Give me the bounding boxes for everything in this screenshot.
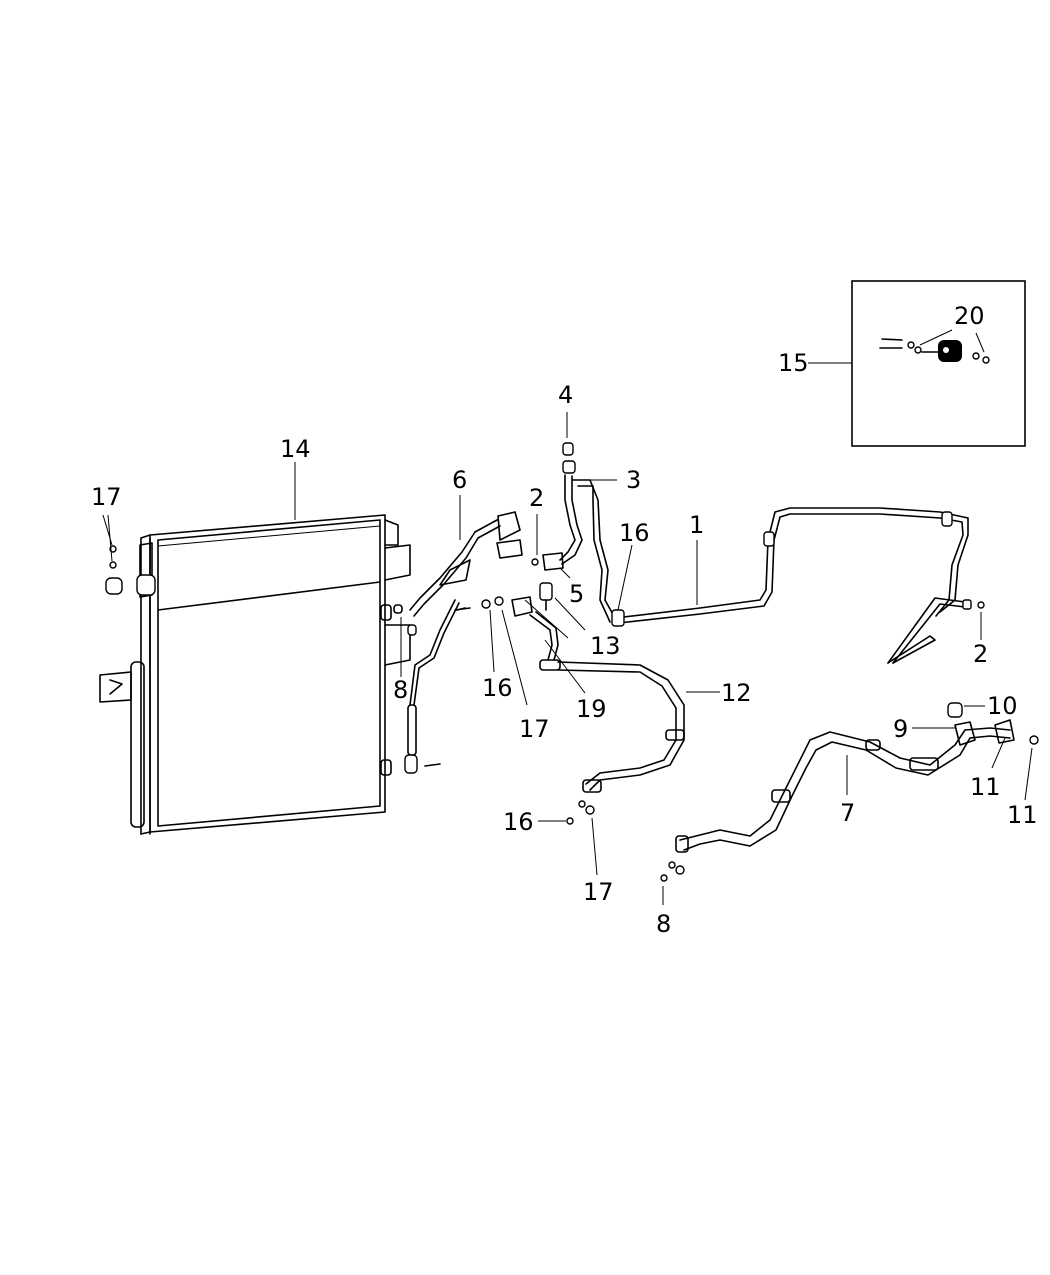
line-1-part [559,412,985,664]
callout-15: 15 [778,349,809,377]
callout-5: 5 [569,580,584,608]
fittings-middle [456,596,569,706]
callout-14: 14 [280,435,311,463]
callout-1: 1 [689,511,704,539]
condenser-part [99,462,411,835]
callout-4: 4 [558,381,573,409]
callout-17-bottom: 17 [583,878,614,906]
callout-9: 9 [893,715,908,743]
detail-inset [808,280,1026,447]
callout-7: 7 [840,799,855,827]
callout-8-left: 8 [393,676,408,704]
fitting-5-part [531,514,586,631]
line-12-part [529,611,720,876]
expansion-valve-part [879,338,990,364]
callout-16-bottom: 16 [503,808,534,836]
callout-11-left: 11 [970,773,1001,801]
callout-2-top: 2 [529,484,544,512]
callout-19: 19 [576,695,607,723]
callout-8-bottom: 8 [656,910,671,938]
callout-3: 3 [626,466,641,494]
callout-2-right: 2 [973,640,988,668]
fasteners-left [102,514,156,596]
callout-20: 20 [954,302,985,330]
callout-12: 12 [721,679,752,707]
callout-16-mid: 16 [482,674,513,702]
callout-6: 6 [452,466,467,494]
callout-17-mid: 17 [519,715,550,743]
line-6-part [400,495,523,774]
callout-17-left: 17 [91,483,122,511]
callout-11-right: 11 [1007,801,1038,829]
callout-labels: 20 15 4 14 3 6 17 2 1 16 5 13 2 8 16 12 … [91,302,1038,938]
callout-16-top: 16 [619,519,650,547]
line-7-part [660,702,1039,905]
callout-10: 10 [987,692,1018,720]
callout-13: 13 [590,632,621,660]
